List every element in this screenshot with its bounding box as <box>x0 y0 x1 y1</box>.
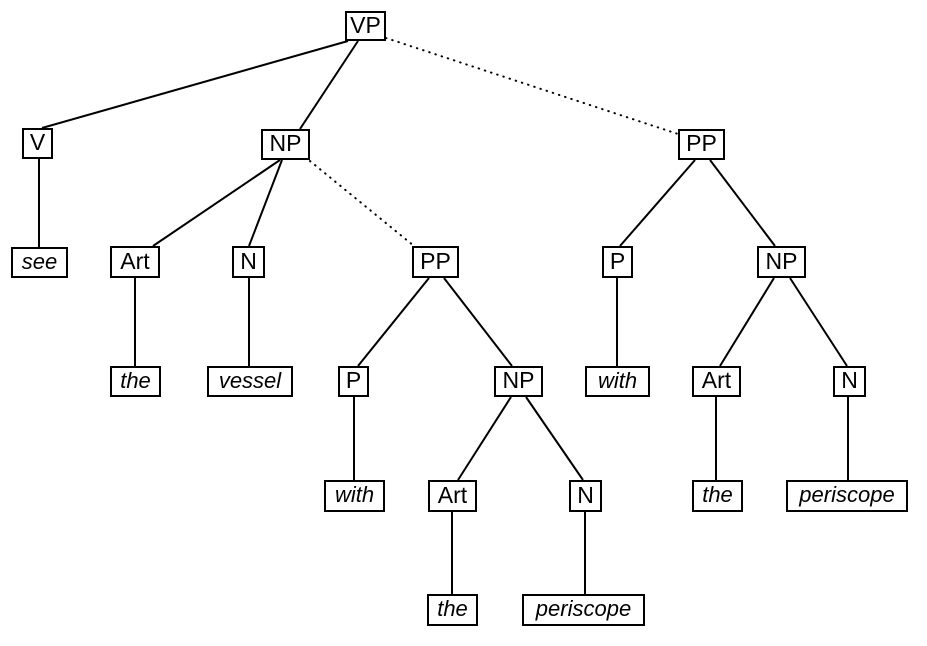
tree-edge-np1-n1 <box>248 159 283 247</box>
tree-node-label: vessel <box>218 367 282 393</box>
tree-edge-np_mid-n_mid <box>525 396 584 481</box>
tree-node-pp_right: PP <box>678 129 725 160</box>
tree-node-label: P <box>345 367 362 393</box>
tree-edge-pp_right-p_right <box>619 159 696 247</box>
tree-node-np1: NP <box>261 129 310 160</box>
tree-node-label: N <box>577 481 594 508</box>
tree-node-art_mid: Art <box>428 480 477 512</box>
tree-edge-np1-art1 <box>152 159 281 247</box>
tree-node-label: NP <box>269 130 302 156</box>
tree-node-see: see <box>11 247 68 278</box>
tree-edge-vp-pp_right <box>385 37 679 135</box>
tree-node-pp_mid: PP <box>412 246 459 278</box>
tree-node-label: with <box>334 482 375 507</box>
tree-node-n_right: N <box>833 366 866 397</box>
tree-node-p_right: P <box>602 246 633 278</box>
tree-node-label: V <box>29 129 46 155</box>
tree-node-label: N <box>841 367 858 393</box>
tree-node-label: NP <box>502 367 535 393</box>
tree-node-label: P <box>609 247 626 274</box>
tree-node-np_mid: NP <box>494 366 543 397</box>
tree-node-n1: N <box>232 246 265 278</box>
tree-edge-np_right-n_right <box>789 277 848 367</box>
tree-edge-np_right-art_right <box>719 277 775 367</box>
tree-node-label: Art <box>120 247 150 274</box>
tree-edge-np1-pp_mid <box>309 160 415 247</box>
tree-node-label: periscope <box>799 482 895 507</box>
tree-node-vp: VP <box>345 11 386 41</box>
tree-node-p_mid: P <box>338 366 369 397</box>
tree-node-vessel: vessel <box>207 366 293 397</box>
tree-node-label: the <box>120 367 151 393</box>
tree-node-label: PP <box>686 130 717 156</box>
tree-node-art1: Art <box>110 246 160 278</box>
tree-edge-pp_mid-np_mid <box>443 277 513 367</box>
tree-edge-vp-v <box>41 40 349 129</box>
tree-edge-vp-np1 <box>299 40 359 130</box>
tree-node-label: Art <box>701 367 732 393</box>
tree-node-label: NP <box>765 247 798 274</box>
tree-node-periscope_m: periscope <box>522 594 645 626</box>
tree-node-label: VP <box>350 11 381 38</box>
tree-node-label: Art <box>437 481 468 508</box>
tree-node-art_right: Art <box>692 366 741 397</box>
tree-node-np_right: NP <box>757 246 806 278</box>
tree-node-label: the <box>437 596 468 621</box>
tree-node-label: PP <box>420 247 451 274</box>
tree-edge-pp_right-np_right <box>709 159 776 247</box>
tree-node-label: N <box>240 247 257 274</box>
tree-node-with_right: with <box>585 366 650 397</box>
tree-edge-np_mid-art_mid <box>457 396 512 481</box>
tree-node-label: with <box>597 367 638 393</box>
tree-node-label: see <box>21 248 58 274</box>
tree-node-label: the <box>702 482 733 507</box>
tree-node-the_mid: the <box>427 594 478 626</box>
tree-node-v: V <box>22 128 53 159</box>
tree-node-the_right: the <box>692 480 743 512</box>
tree-node-n_mid: N <box>569 480 602 512</box>
tree-node-periscope_r: periscope <box>786 480 908 512</box>
tree-node-the1: the <box>110 366 161 397</box>
tree-node-label: periscope <box>535 596 632 621</box>
tree-node-with_mid: with <box>324 480 385 512</box>
tree-edge-pp_mid-p_mid <box>357 277 430 367</box>
